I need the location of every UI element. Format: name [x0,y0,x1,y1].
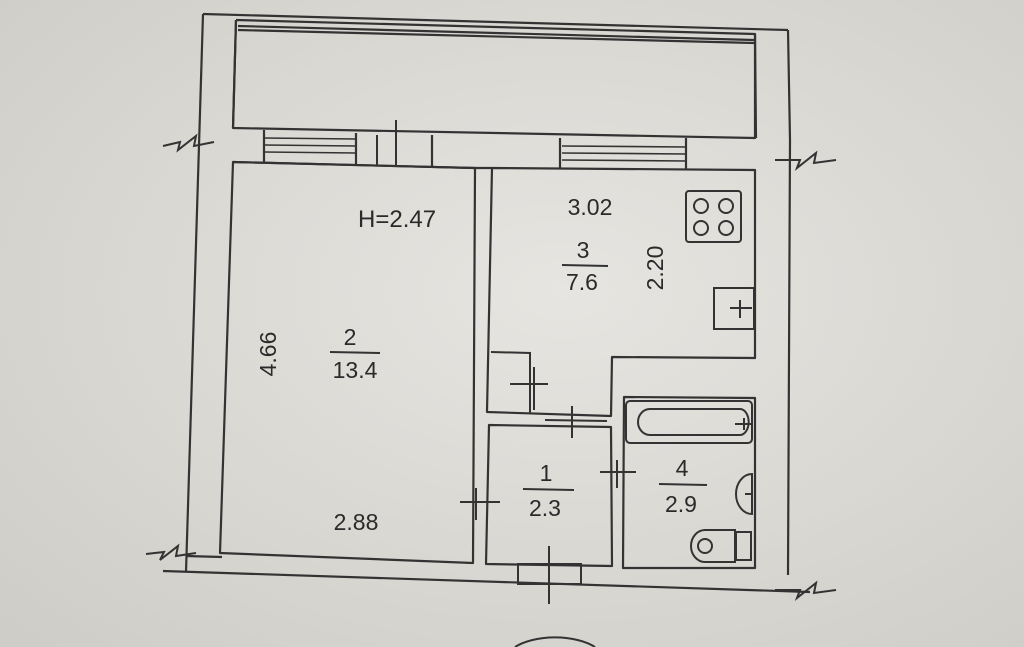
room-3-number: 3 [577,237,590,263]
room-1-area: 2.3 [529,495,561,521]
door-kitchen-hall [544,406,608,438]
wall-break-marks [145,133,837,602]
stove-icon [685,190,742,243]
room-1-fraction-bar [522,488,575,491]
room-2-area: 13.4 [333,357,378,383]
bathtub-icon [625,400,753,444]
room-2-fraction-bar [329,351,381,354]
outer-wall-right [786,29,792,576]
room-3-outline [485,166,757,418]
outer-wall-bottom-inner [185,554,223,559]
room-2-length-label: 4.66 [255,332,281,377]
sink-icon [713,287,755,330]
ceiling-height-label: H=2.47 [358,206,436,233]
window-living-room [263,137,357,154]
room-4-outline [621,395,757,570]
outer-wall-bottom [162,569,811,594]
outer-wall-top [202,12,789,32]
washbasin-icon [735,472,753,516]
window-kitchen [561,145,687,162]
cropped-circle-mark [514,636,596,647]
entrance-door [517,546,582,604]
room-3-length-label: 2.20 [642,246,668,291]
room-3-area: 7.6 [566,269,598,295]
balcony-rail [237,24,755,42]
door-balcony [376,120,397,166]
room-1-outline [484,423,614,568]
door-bath-hall [600,460,636,488]
outer-wall-left [184,13,205,573]
room-4-area: 2.9 [665,491,697,517]
door-living-hall [460,488,500,520]
room-3-width-label: 3.02 [568,194,613,220]
door-kitchen-closet [490,351,548,414]
balcony-outline [231,18,757,140]
room-2-number: 2 [344,324,357,350]
room-3-fraction-bar [561,264,609,267]
room-4-fraction-bar [658,483,708,486]
room-1-number: 1 [540,460,553,486]
room-2-width-label: 2.88 [334,509,379,535]
toilet-icon [690,529,752,563]
room-4-number: 4 [676,455,689,481]
